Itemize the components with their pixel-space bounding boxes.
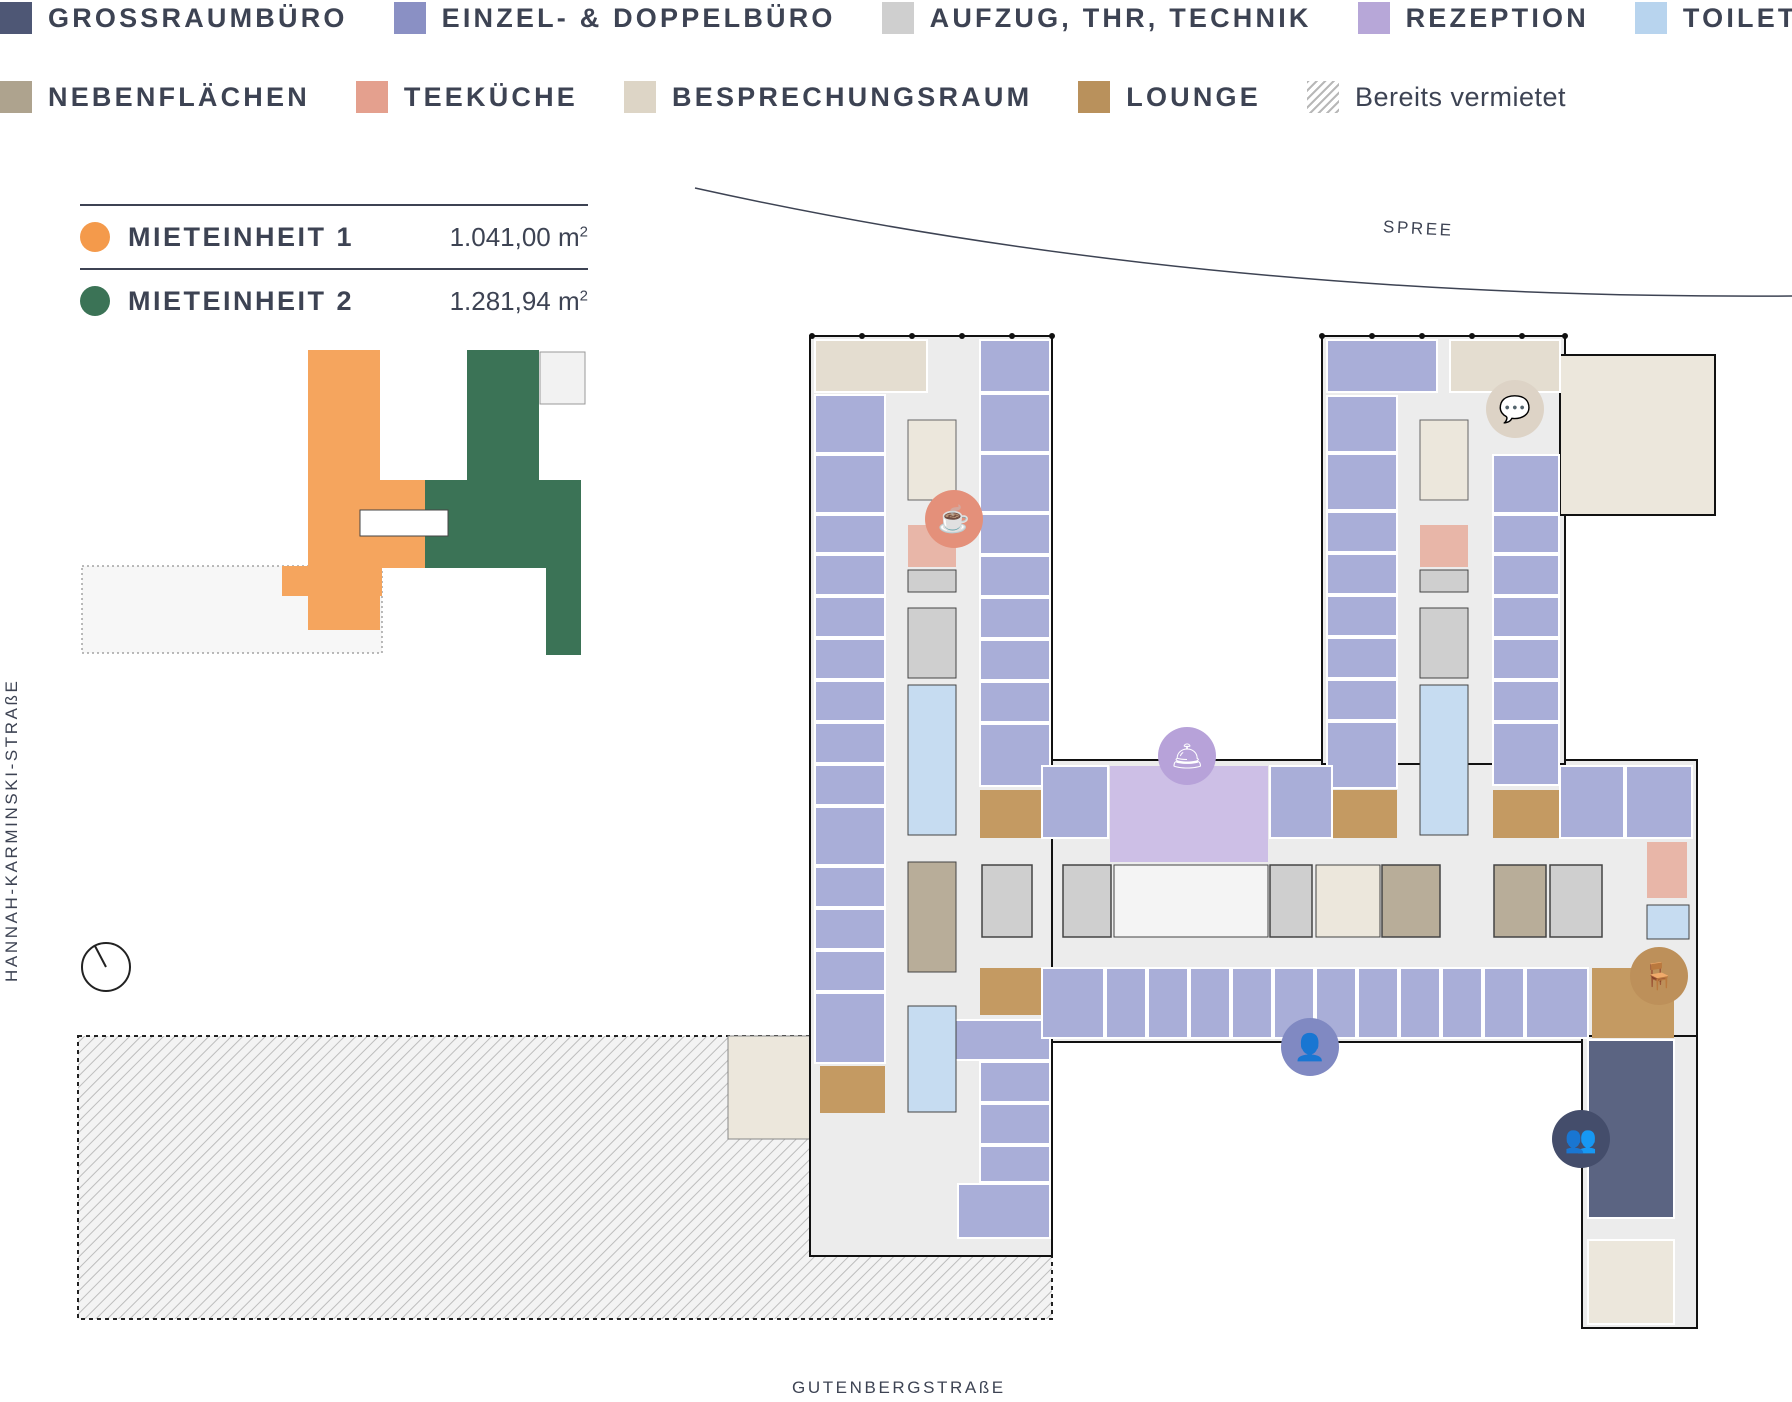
- legend-item: TOILETTEN: [1634, 2, 1792, 34]
- legend-item: REZEPTION: [1357, 2, 1589, 34]
- legend-item: BESPRECHUNGSRAUM: [624, 81, 1032, 113]
- left-wing-offices: [814, 339, 1051, 1239]
- unit-1-color-dot: [80, 222, 110, 252]
- legend-label: NEBENFLÄCHEN: [48, 81, 310, 112]
- open-space-person-icon: 👥: [1552, 1110, 1610, 1168]
- compass-icon: [81, 942, 131, 992]
- unit-name: MIETEINHEIT 2: [128, 285, 355, 316]
- legend-swatch: [881, 2, 914, 34]
- legend-swatch: [1357, 2, 1390, 34]
- key-plan: [81, 350, 586, 655]
- legend-swatch: [1078, 81, 1111, 113]
- legend-swatch: [1634, 2, 1667, 34]
- legend-label-rented: Bereits vermietet: [1354, 81, 1567, 112]
- street-bottom-label: GUTENBERGSTRAßE: [792, 1378, 1006, 1397]
- legend-swatch: [393, 2, 426, 34]
- legend-label: GROSSRAUMBÜRO: [48, 2, 348, 33]
- unit-area: 1.281,94 m2: [449, 285, 588, 316]
- rental-units-table: MIETEINHEIT 1 1.041,00 m2 MIETEINHEIT 2 …: [80, 204, 588, 332]
- chat-bubbles-icon: 💬: [1486, 380, 1544, 438]
- legend-label: LOUNGE: [1126, 81, 1261, 112]
- legend-item: GROSSRAUMBÜRO: [0, 2, 348, 34]
- unit-area: 1.041,00 m2: [449, 221, 588, 252]
- legend-row-2: NEBENFLÄCHEN TEEKÜCHE BESPRECHUNGSRAUM LOUN…: [0, 81, 1612, 113]
- legend-item: NEBENFLÄCHEN: [0, 81, 310, 113]
- unit-name: MIETEINHEIT 1: [128, 221, 355, 252]
- legend-label: BESPRECHUNGSRAUM: [672, 81, 1033, 112]
- rental-unit-row: MIETEINHEIT 2 1.281,94 m2: [80, 268, 588, 332]
- rental-unit-row: MIETEINHEIT 1 1.041,00 m2: [80, 204, 588, 268]
- legend-item: AUFZUG, THR, TECHNIK: [881, 2, 1312, 34]
- legend-swatch: [0, 2, 32, 34]
- legend-label: EINZEL- & DOPPELBÜRO: [441, 2, 836, 33]
- legend-row-1: GROSSRAUMBÜRO EINZEL- & DOPPELBÜRO AUFZUG,…: [0, 2, 1792, 34]
- legend-label: TOILETTEN: [1682, 2, 1792, 33]
- legend-label: AUFZUG, THR, TECHNIK: [929, 2, 1312, 33]
- legend-item: EINZEL- & DOPPELBÜRO: [393, 2, 836, 34]
- legend-swatch: [624, 81, 657, 113]
- legend-swatch: [0, 81, 32, 113]
- right-wing-offices: [1326, 339, 1560, 789]
- unit-2-color-dot: [80, 286, 110, 316]
- legend-item: TEEKÜCHE: [355, 81, 579, 113]
- legend-swatch: [355, 81, 388, 113]
- reception-bell-icon: 🛎: [1158, 727, 1216, 785]
- armchair-icon: 🪑: [1630, 947, 1688, 1005]
- legend-swatch-hatch: [1306, 81, 1339, 113]
- legend-item: LOUNGE: [1078, 81, 1261, 113]
- legend-item-rented: Bereits vermietet: [1306, 81, 1567, 113]
- legend-label: REZEPTION: [1405, 2, 1589, 33]
- river-line: [694, 187, 1792, 297]
- desk-person-icon: 👤: [1281, 1018, 1339, 1076]
- legend-label: TEEKÜCHE: [403, 81, 579, 112]
- coffee-cup-icon: ☕: [925, 490, 983, 548]
